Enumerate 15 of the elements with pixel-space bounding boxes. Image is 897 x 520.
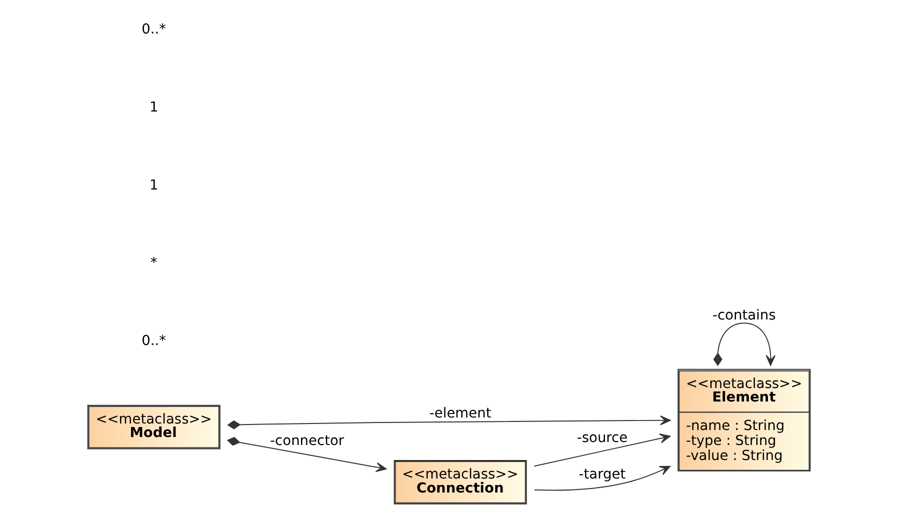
edge-label: -source: [576, 430, 628, 446]
arrow: [226, 436, 386, 472]
label: 0..*: [141, 22, 166, 38]
edge-label: -contains: [712, 307, 776, 324]
edge-label: -target: [578, 466, 626, 482]
label: 1: [148, 177, 158, 194]
edge-label: -connector: [270, 432, 344, 449]
label: *: [150, 255, 157, 272]
arrow: [533, 434, 670, 467]
arrow: [533, 466, 670, 491]
arrow: [712, 322, 776, 366]
label: 1: [148, 99, 158, 116]
edge-label: -element: [428, 405, 491, 422]
arrow: [226, 415, 670, 430]
label: 0..*: [141, 332, 166, 349]
